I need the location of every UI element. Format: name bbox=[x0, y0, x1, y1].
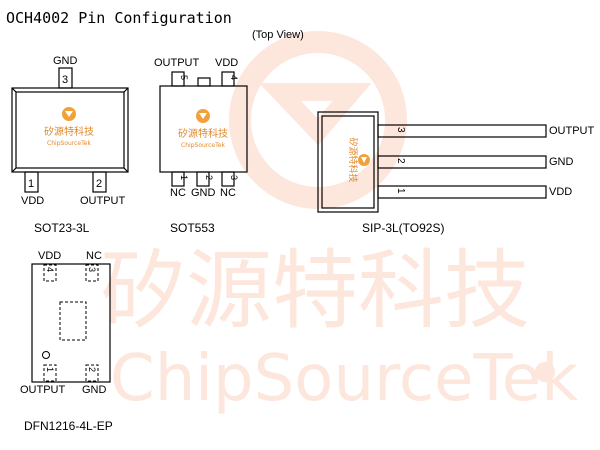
dfn-pin1-pad bbox=[43, 364, 57, 382]
logo-icon bbox=[62, 107, 76, 121]
sot553-pin2 bbox=[196, 171, 210, 187]
top-view-label: (Top View) bbox=[252, 29, 304, 41]
sip3-pin1-num: 1 bbox=[395, 188, 406, 194]
sot553-pin2-num: 2 bbox=[204, 175, 214, 180]
sot553-pin5-label: OUTPUT bbox=[154, 57, 200, 69]
sot553-pin1-num: 1 bbox=[179, 175, 189, 180]
dfn-pin4-label: VDD bbox=[38, 250, 62, 262]
watermark-cn: 矽源特科技 bbox=[100, 241, 530, 341]
dfn-pin2-label: GND bbox=[82, 384, 107, 396]
sot23-body-inner bbox=[15, 91, 125, 169]
sot553-pin1 bbox=[171, 171, 185, 187]
sot553-package-name: SOT553 bbox=[170, 221, 215, 235]
sip3-pin1-lead bbox=[377, 185, 547, 199]
sot553-pin3-num: 3 bbox=[229, 175, 239, 180]
dfn-pin1-marker-icon bbox=[42, 351, 50, 359]
sot553-pin4-num: 4 bbox=[229, 75, 239, 80]
sot23-pin1-label: VDD bbox=[21, 195, 45, 207]
sot23-pin2 bbox=[92, 171, 107, 193]
sip3-pin2-num: 2 bbox=[395, 158, 406, 164]
sot23-package-name: SOT23-3L bbox=[34, 221, 90, 235]
sip3-pin3-lead bbox=[377, 124, 547, 138]
sip3-pin2-lead bbox=[377, 155, 547, 169]
dfn-pin1-label: OUTPUT bbox=[20, 384, 66, 396]
sip3-pin3-label: OUTPUT bbox=[549, 125, 595, 137]
dfn-pin2-pad bbox=[85, 364, 99, 382]
sot553-pin3 bbox=[221, 171, 235, 187]
logo-icon bbox=[358, 154, 370, 166]
sot23-logo-cn: 矽源特科技 bbox=[44, 125, 94, 138]
dfn-package-name: DFN1216-4L-EP bbox=[24, 419, 113, 433]
sot553-notch bbox=[197, 77, 211, 87]
sot23-pin1-num: 1 bbox=[28, 178, 34, 190]
dfn-pin4-pad bbox=[43, 264, 57, 282]
sot553-logo-en: ChipSourceTek bbox=[181, 142, 225, 149]
sot553-pin4-label: VDD bbox=[215, 57, 239, 69]
dfn-pin2-num: 2 bbox=[87, 367, 97, 372]
sot23-pin2-label: OUTPUT bbox=[80, 195, 126, 207]
sip3-pin2-label: GND bbox=[549, 156, 574, 168]
watermark-dot-icon bbox=[535, 362, 555, 382]
sot23-pin3-label: GND bbox=[53, 55, 78, 67]
dfn-exposed-pad bbox=[59, 301, 87, 341]
sot23-pin2-num: 2 bbox=[96, 178, 102, 190]
sot23-logo-en: ChipSourceTek bbox=[47, 140, 91, 147]
sot553-logo-cn: 矽源特科技 bbox=[178, 127, 228, 140]
sot23-pin3-num: 3 bbox=[62, 74, 68, 86]
sip3-body-inner bbox=[321, 115, 375, 209]
sot553-pin4 bbox=[221, 71, 235, 87]
watermark-en: ChipSourceTek bbox=[110, 342, 578, 416]
sot23-pin1 bbox=[24, 171, 39, 193]
sot553-pin5-num: 5 bbox=[179, 75, 189, 80]
sot553-pin3-label: NC bbox=[220, 187, 236, 199]
dfn-pin3-pad bbox=[85, 264, 99, 282]
sip3-pin1-label: VDD bbox=[549, 186, 573, 198]
sip3-package-name: SIP-3L(TO92S) bbox=[362, 221, 445, 235]
dfn-pin3-label: NC bbox=[86, 250, 102, 262]
dfn-pin4-num: 4 bbox=[45, 267, 55, 272]
dfn-pin1-num: 1 bbox=[45, 367, 55, 372]
sot23-pin3 bbox=[58, 67, 73, 89]
sip3-logo-cn: 矽源特科技 bbox=[347, 137, 359, 182]
sot553-pin2-label: GND bbox=[191, 187, 216, 199]
logo-icon bbox=[196, 109, 210, 123]
sip3-pin3-num: 3 bbox=[395, 127, 406, 133]
sot553-pin1-label: NC bbox=[170, 187, 186, 199]
page-title: OCH4002 Pin Configuration bbox=[6, 9, 232, 27]
dfn-pin3-num: 3 bbox=[87, 267, 97, 272]
sot553-pin5 bbox=[171, 71, 185, 87]
dfn-body bbox=[31, 263, 111, 383]
